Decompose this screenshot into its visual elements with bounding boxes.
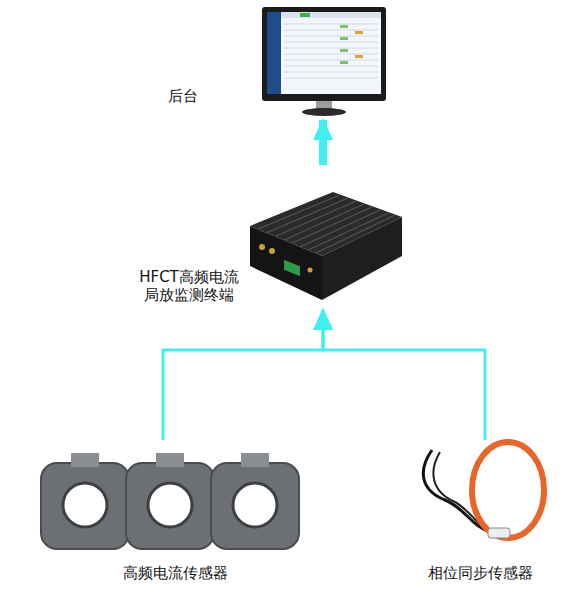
phase-sensor-picture bbox=[423, 442, 544, 538]
node-label: 高频电流传感器 bbox=[35, 564, 315, 582]
terminal-picture bbox=[250, 192, 402, 300]
backend-node: 后台 bbox=[160, 5, 395, 120]
node-label: 后台 bbox=[168, 87, 228, 105]
hfct-sensor-node: 高频电流传感器 bbox=[35, 440, 315, 590]
hfct-sensor-picture bbox=[41, 453, 299, 549]
connector-arrow bbox=[163, 310, 323, 440]
phase-sensor-node: 相位同步传感器 bbox=[405, 440, 555, 590]
node-label: HFCT高频电流 局放监测终端 bbox=[133, 268, 245, 304]
node-label: 相位同步传感器 bbox=[405, 564, 555, 582]
monitor-picture bbox=[262, 7, 386, 116]
connector-arrow bbox=[319, 120, 327, 165]
terminal-node: HFCT高频电流 局放监测终端 bbox=[130, 165, 405, 310]
connector-arrow bbox=[323, 310, 485, 440]
